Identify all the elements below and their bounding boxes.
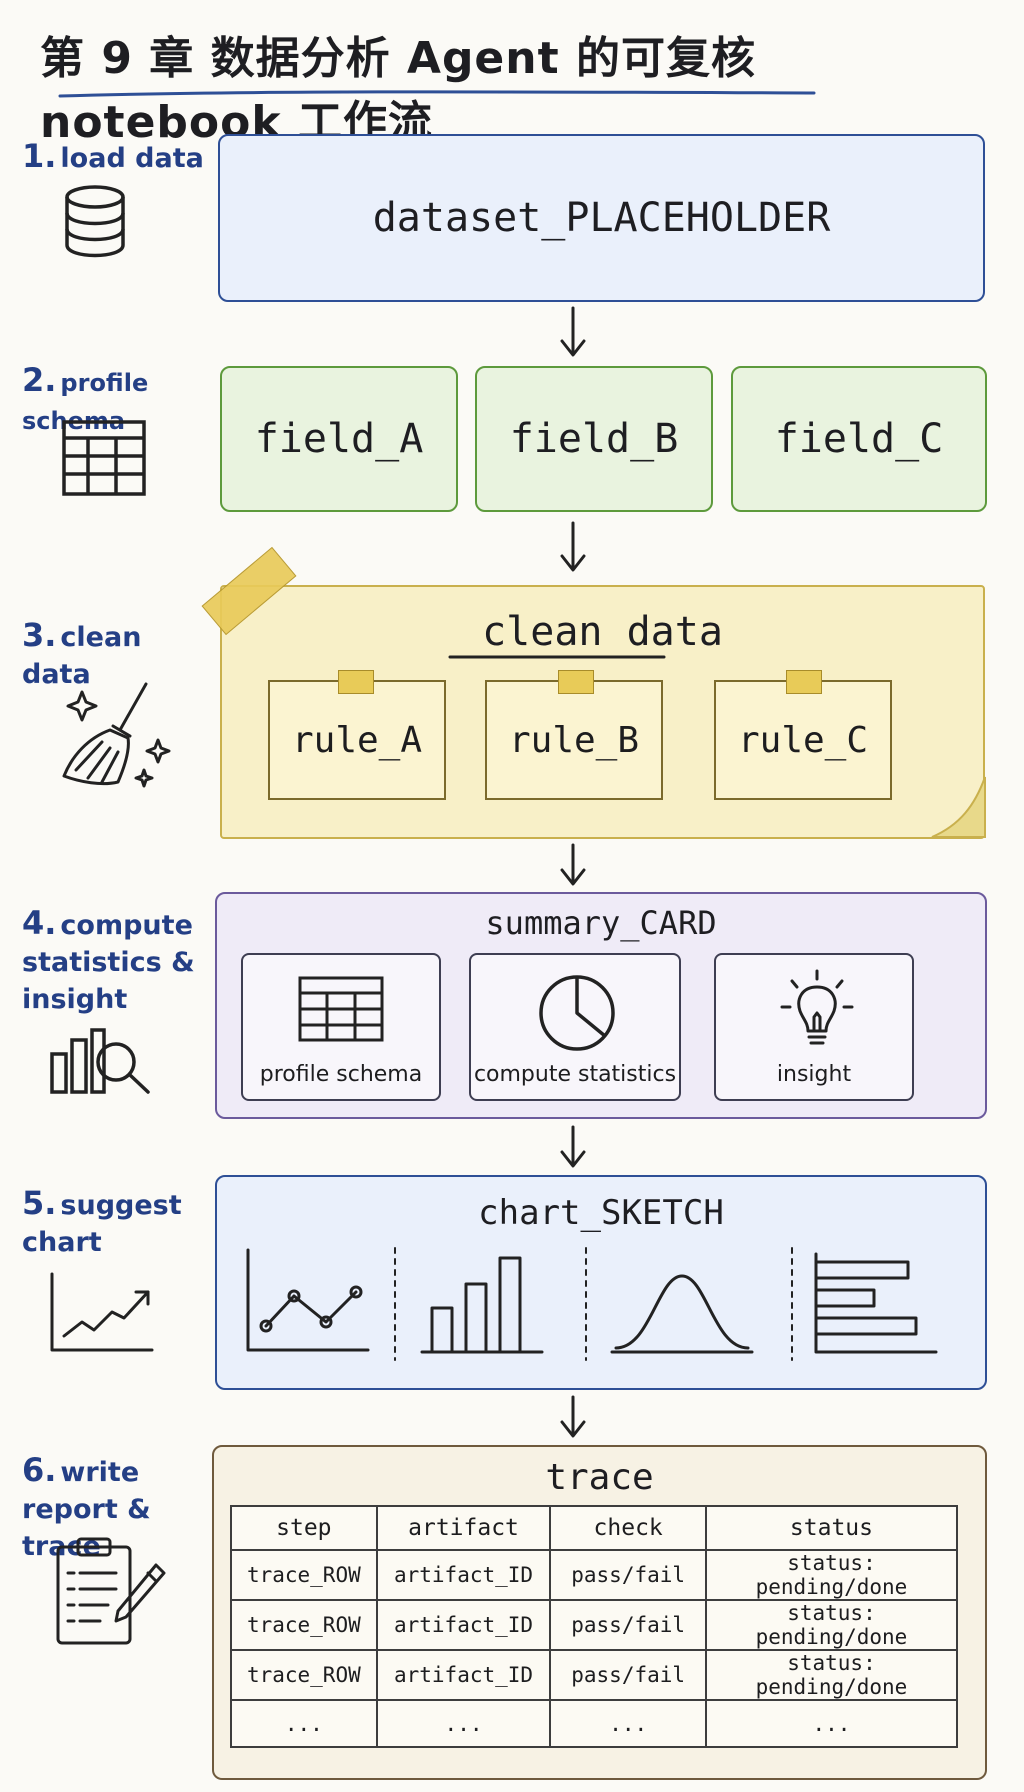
tape — [558, 670, 594, 694]
title-underline — [58, 90, 816, 98]
cell-artifact: ... — [375, 1699, 552, 1748]
bell-curve-icon — [610, 1274, 754, 1354]
pie-chart-icon — [539, 975, 615, 1051]
arrow-down — [560, 521, 586, 572]
stats-search-icon — [50, 1028, 150, 1094]
clipboard-pen-icon — [56, 1537, 166, 1645]
table-icon — [298, 976, 384, 1042]
cell-step: ... — [230, 1699, 378, 1748]
card-label: insight — [776, 1062, 852, 1087]
database-icon — [65, 185, 125, 258]
trace-table: step artifact check status trace_ROW art… — [230, 1505, 959, 1748]
cell-step: trace_ROW — [230, 1649, 378, 1701]
step-4-label: 4.compute statistics & insight — [22, 904, 195, 1016]
step-3-label: 3.clean data — [22, 616, 142, 691]
cell-artifact: artifact_ID — [375, 1549, 552, 1601]
cell-step: trace_ROW — [230, 1599, 378, 1651]
table-icon — [62, 420, 146, 496]
field-c-box: field_C — [731, 366, 987, 512]
chart-sketch-panel: chart_SKETCH — [215, 1175, 987, 1390]
cell-status: status: pending/done — [704, 1649, 959, 1701]
rule-b-note: rule_B — [485, 680, 663, 800]
table-row: trace_ROW artifact_ID pass/fail status: … — [230, 1649, 959, 1701]
cell-check: ... — [549, 1699, 707, 1748]
summary-title: summary_CARD — [485, 904, 717, 942]
header-step: step — [230, 1505, 378, 1551]
cell-status: status: pending/done — [704, 1599, 959, 1651]
trend-chart-icon — [50, 1272, 154, 1352]
table-row: trace_ROW artifact_ID pass/fail status: … — [230, 1549, 959, 1601]
rule-c-note: rule_C — [714, 680, 892, 800]
arrow-down — [560, 306, 586, 357]
step-1-label: 1.load data — [22, 137, 204, 175]
cell-check: pass/fail — [549, 1649, 707, 1701]
summary-card-profile: profile schema — [241, 953, 441, 1101]
arrow-down — [560, 1125, 586, 1168]
trace-header-row: step artifact check status — [230, 1505, 959, 1551]
header-status: status — [704, 1505, 959, 1551]
cell-status: status: pending/done — [704, 1549, 959, 1601]
bar-chart-icon — [420, 1256, 544, 1354]
page-title: 第 9 章 数据分析 Agent 的可复核 notebook 工作流 — [40, 33, 756, 148]
line-chart-icon — [246, 1248, 370, 1352]
header-artifact: artifact — [375, 1505, 552, 1551]
cell-artifact: artifact_ID — [375, 1599, 552, 1651]
table-row: trace_ROW artifact_ID pass/fail status: … — [230, 1599, 959, 1651]
cell-step: trace_ROW — [230, 1549, 378, 1601]
step-5-label: 5.suggest chart — [22, 1184, 182, 1259]
lightbulb-icon — [780, 969, 854, 1045]
table-row: ... ... ... ... — [230, 1699, 959, 1748]
card-label: compute statistics — [473, 1062, 677, 1087]
card-label: profile schema — [259, 1062, 423, 1087]
field-b-box: field_B — [475, 366, 713, 512]
summary-card-stats: compute statistics — [469, 953, 681, 1101]
field-a-box: field_A — [220, 366, 458, 512]
trace-title: trace — [545, 1457, 654, 1498]
tape — [786, 670, 822, 694]
dataset-box: dataset_PLACEHOLDER — [218, 134, 985, 302]
arrow-down — [560, 1395, 586, 1438]
chart-sketches — [246, 1247, 938, 1361]
cell-check: pass/fail — [549, 1549, 707, 1601]
cell-check: pass/fail — [549, 1599, 707, 1651]
summary-card-insight: insight — [714, 953, 914, 1101]
horizontal-bar-icon — [814, 1252, 938, 1354]
page-fold — [931, 776, 986, 838]
chart-title: chart_SKETCH — [478, 1193, 724, 1233]
tape — [338, 670, 374, 694]
cell-artifact: artifact_ID — [375, 1649, 552, 1701]
rule-a-note: rule_A — [268, 680, 446, 800]
broom-icon — [62, 682, 171, 788]
cell-status: ... — [704, 1699, 959, 1748]
header-check: check — [549, 1505, 707, 1551]
clean-title-underline — [448, 655, 666, 659]
arrow-down — [560, 843, 586, 886]
clean-data-title: clean data — [482, 609, 723, 655]
